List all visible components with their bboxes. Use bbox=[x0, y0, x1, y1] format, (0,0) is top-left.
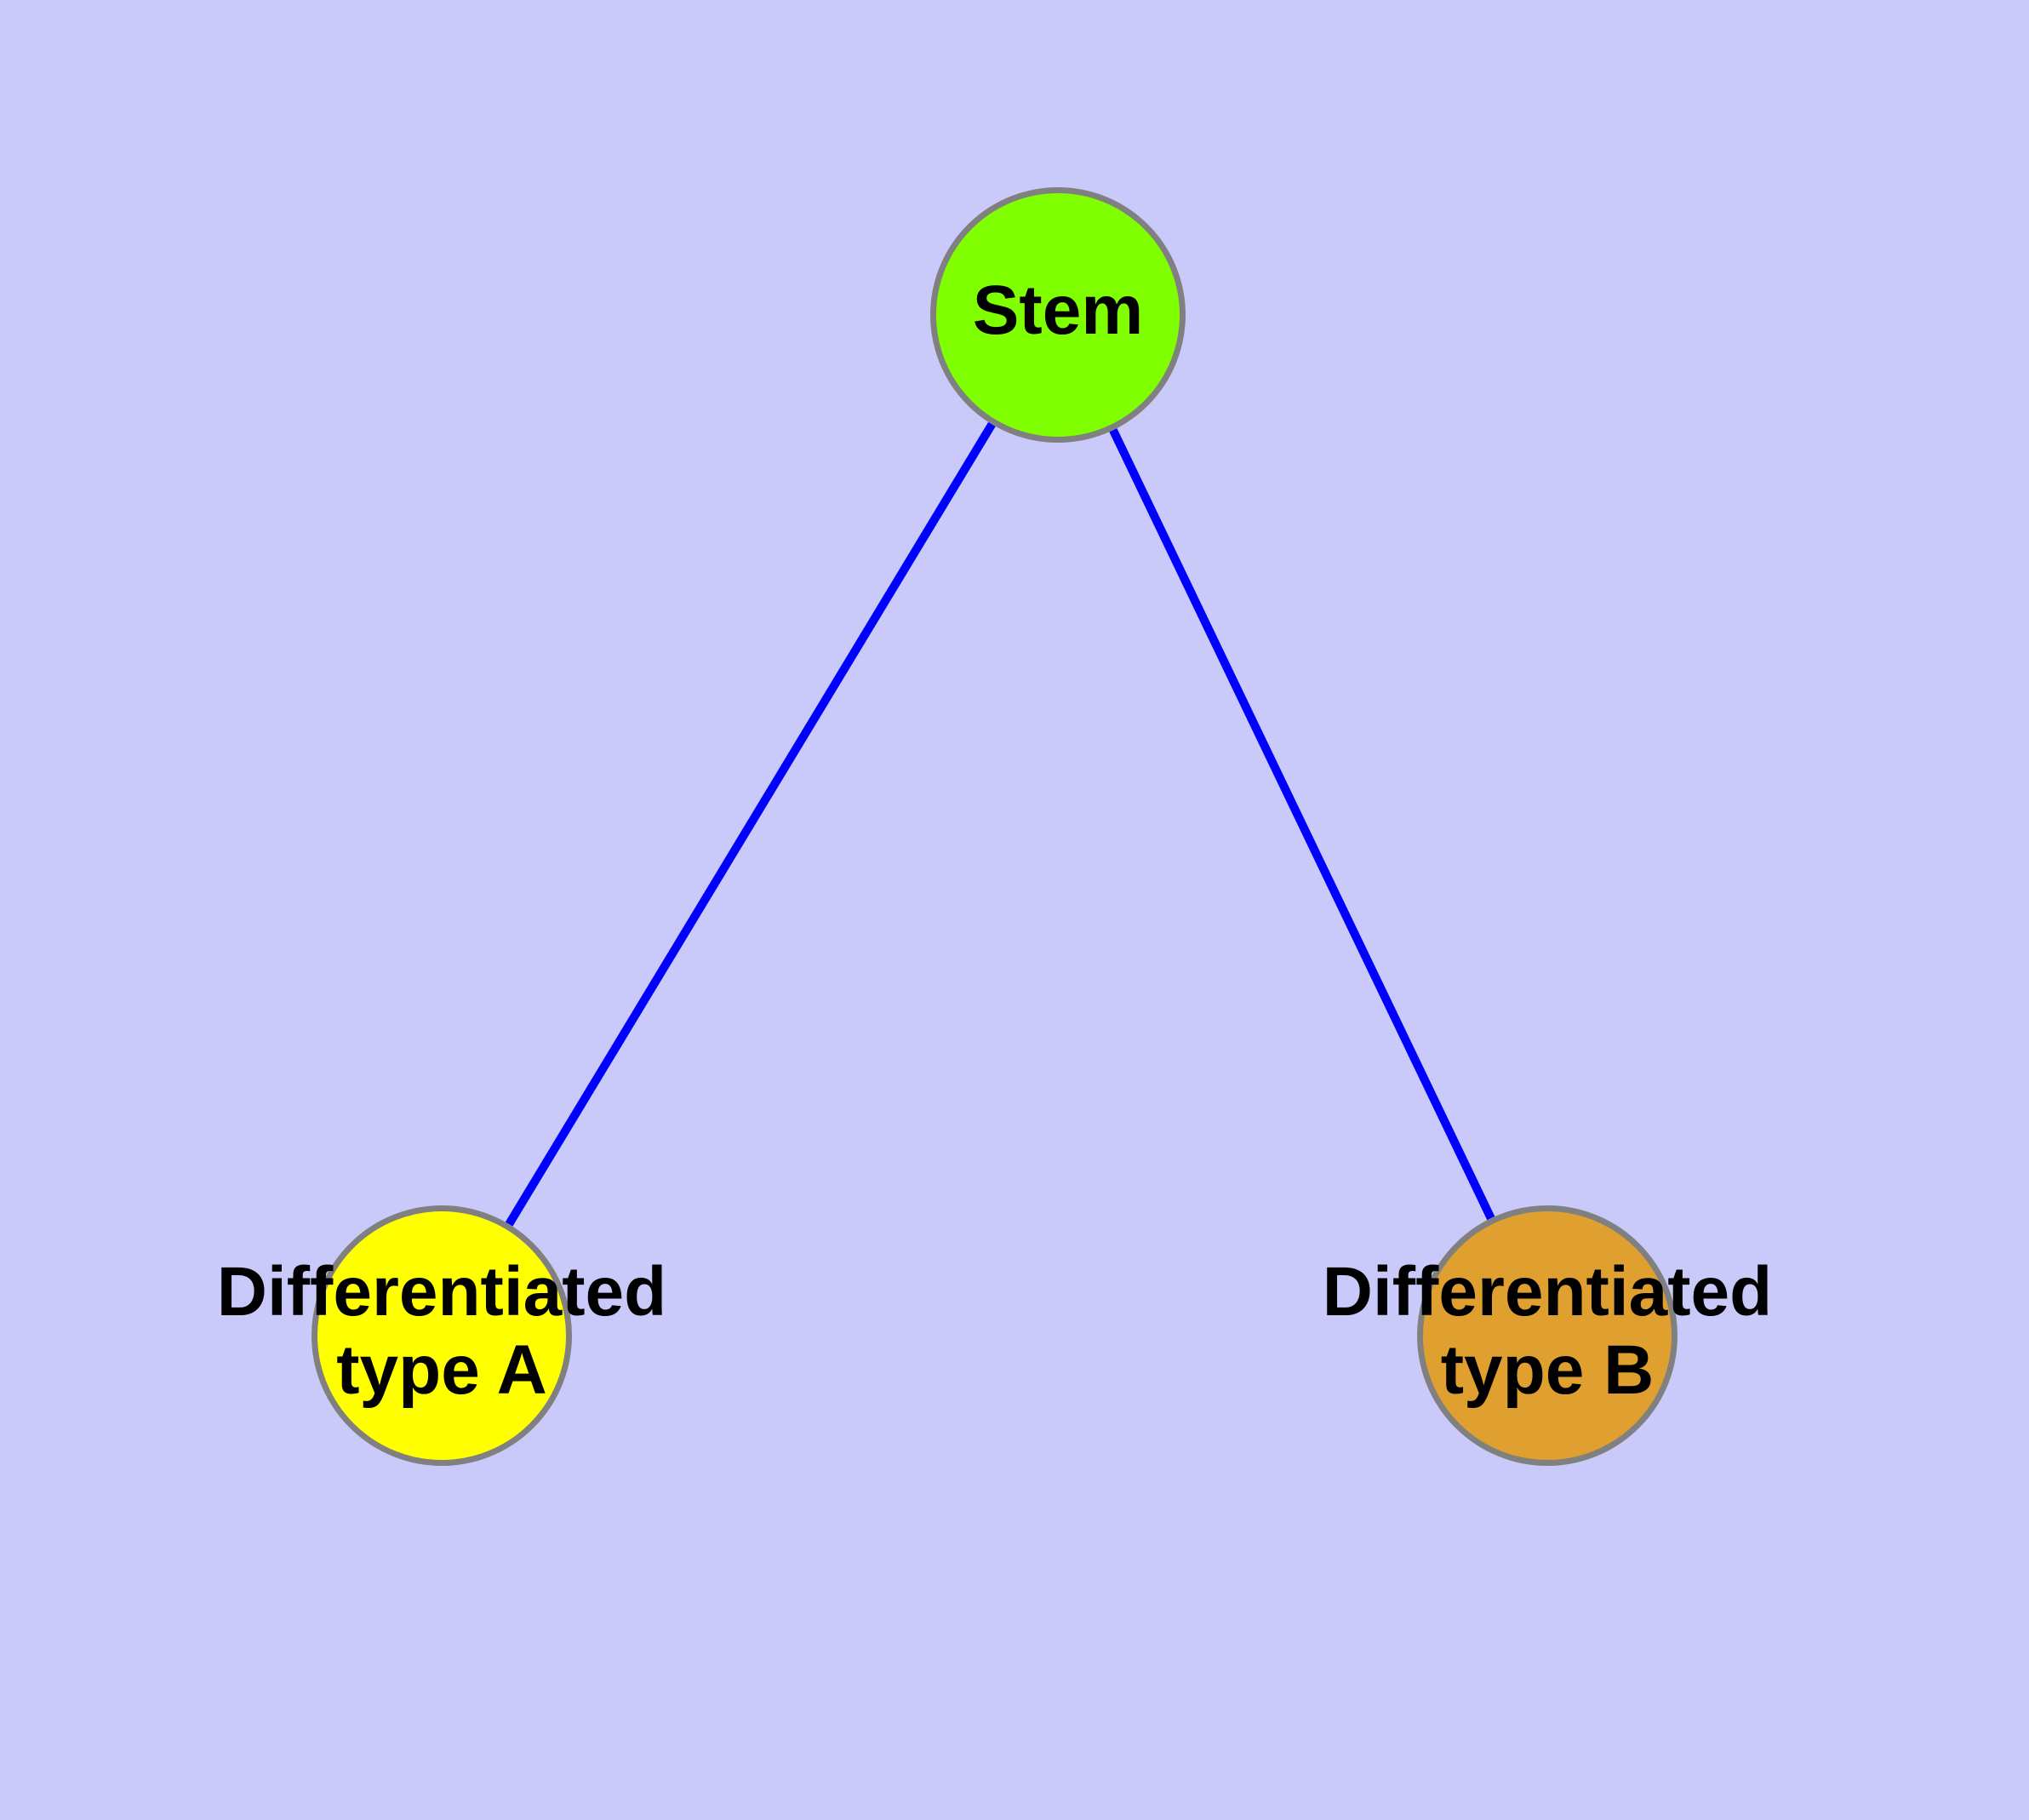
graph-edge-stem-to-a[interactable] bbox=[505, 421, 996, 1227]
nodes-layer bbox=[311, 187, 1677, 1466]
graph-node-label-line: Differentiated bbox=[1323, 1253, 1773, 1331]
graph-node-diff_a[interactable] bbox=[311, 1205, 572, 1466]
graph-node-label-line: type B bbox=[1441, 1331, 1655, 1409]
graph-node-label-line: type A bbox=[336, 1331, 547, 1409]
graph-node-stem[interactable] bbox=[930, 187, 1186, 443]
edges-layer bbox=[505, 421, 1495, 1227]
graph-edge-stem-to-b[interactable] bbox=[1109, 428, 1495, 1221]
graph-node-label-line: Stem bbox=[973, 272, 1144, 349]
graph-node-diff_b[interactable] bbox=[1417, 1205, 1677, 1466]
graph-node-label-line: Differentiated bbox=[217, 1253, 667, 1331]
graph-node-label-stem: Stem bbox=[973, 272, 1144, 349]
